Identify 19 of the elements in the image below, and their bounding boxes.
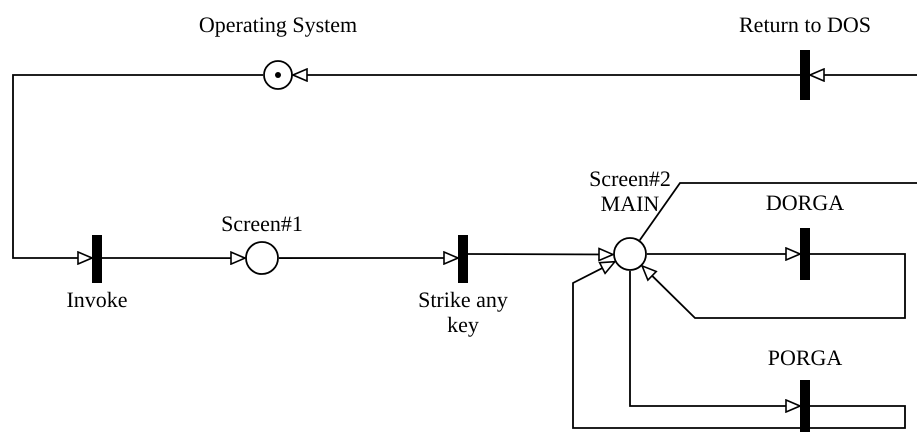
place-label: Operating System bbox=[198, 12, 358, 37]
transition-label: Strike any key bbox=[417, 287, 509, 337]
arc-line bbox=[639, 182, 917, 241]
transition-label: Invoke bbox=[65, 287, 129, 312]
place-label: Screen#1 bbox=[220, 211, 304, 236]
arc-arrow bbox=[102, 251, 246, 265]
arc-arrow bbox=[641, 253, 906, 319]
arc-arrow bbox=[12, 74, 263, 265]
transition-label: Return to DOS bbox=[738, 12, 872, 37]
transition-label: PORGA bbox=[766, 345, 844, 370]
arc-arrow bbox=[809, 68, 917, 82]
arc-arrow bbox=[572, 260, 906, 429]
transition-label: DORGA bbox=[764, 190, 846, 215]
arc-arrow bbox=[279, 251, 459, 265]
arc-arrow bbox=[468, 248, 614, 262]
arc-arrow bbox=[292, 68, 800, 82]
arc-arrow bbox=[629, 271, 801, 413]
arc-arrow bbox=[647, 247, 801, 261]
place-label: Screen#2 MAIN bbox=[588, 166, 672, 216]
